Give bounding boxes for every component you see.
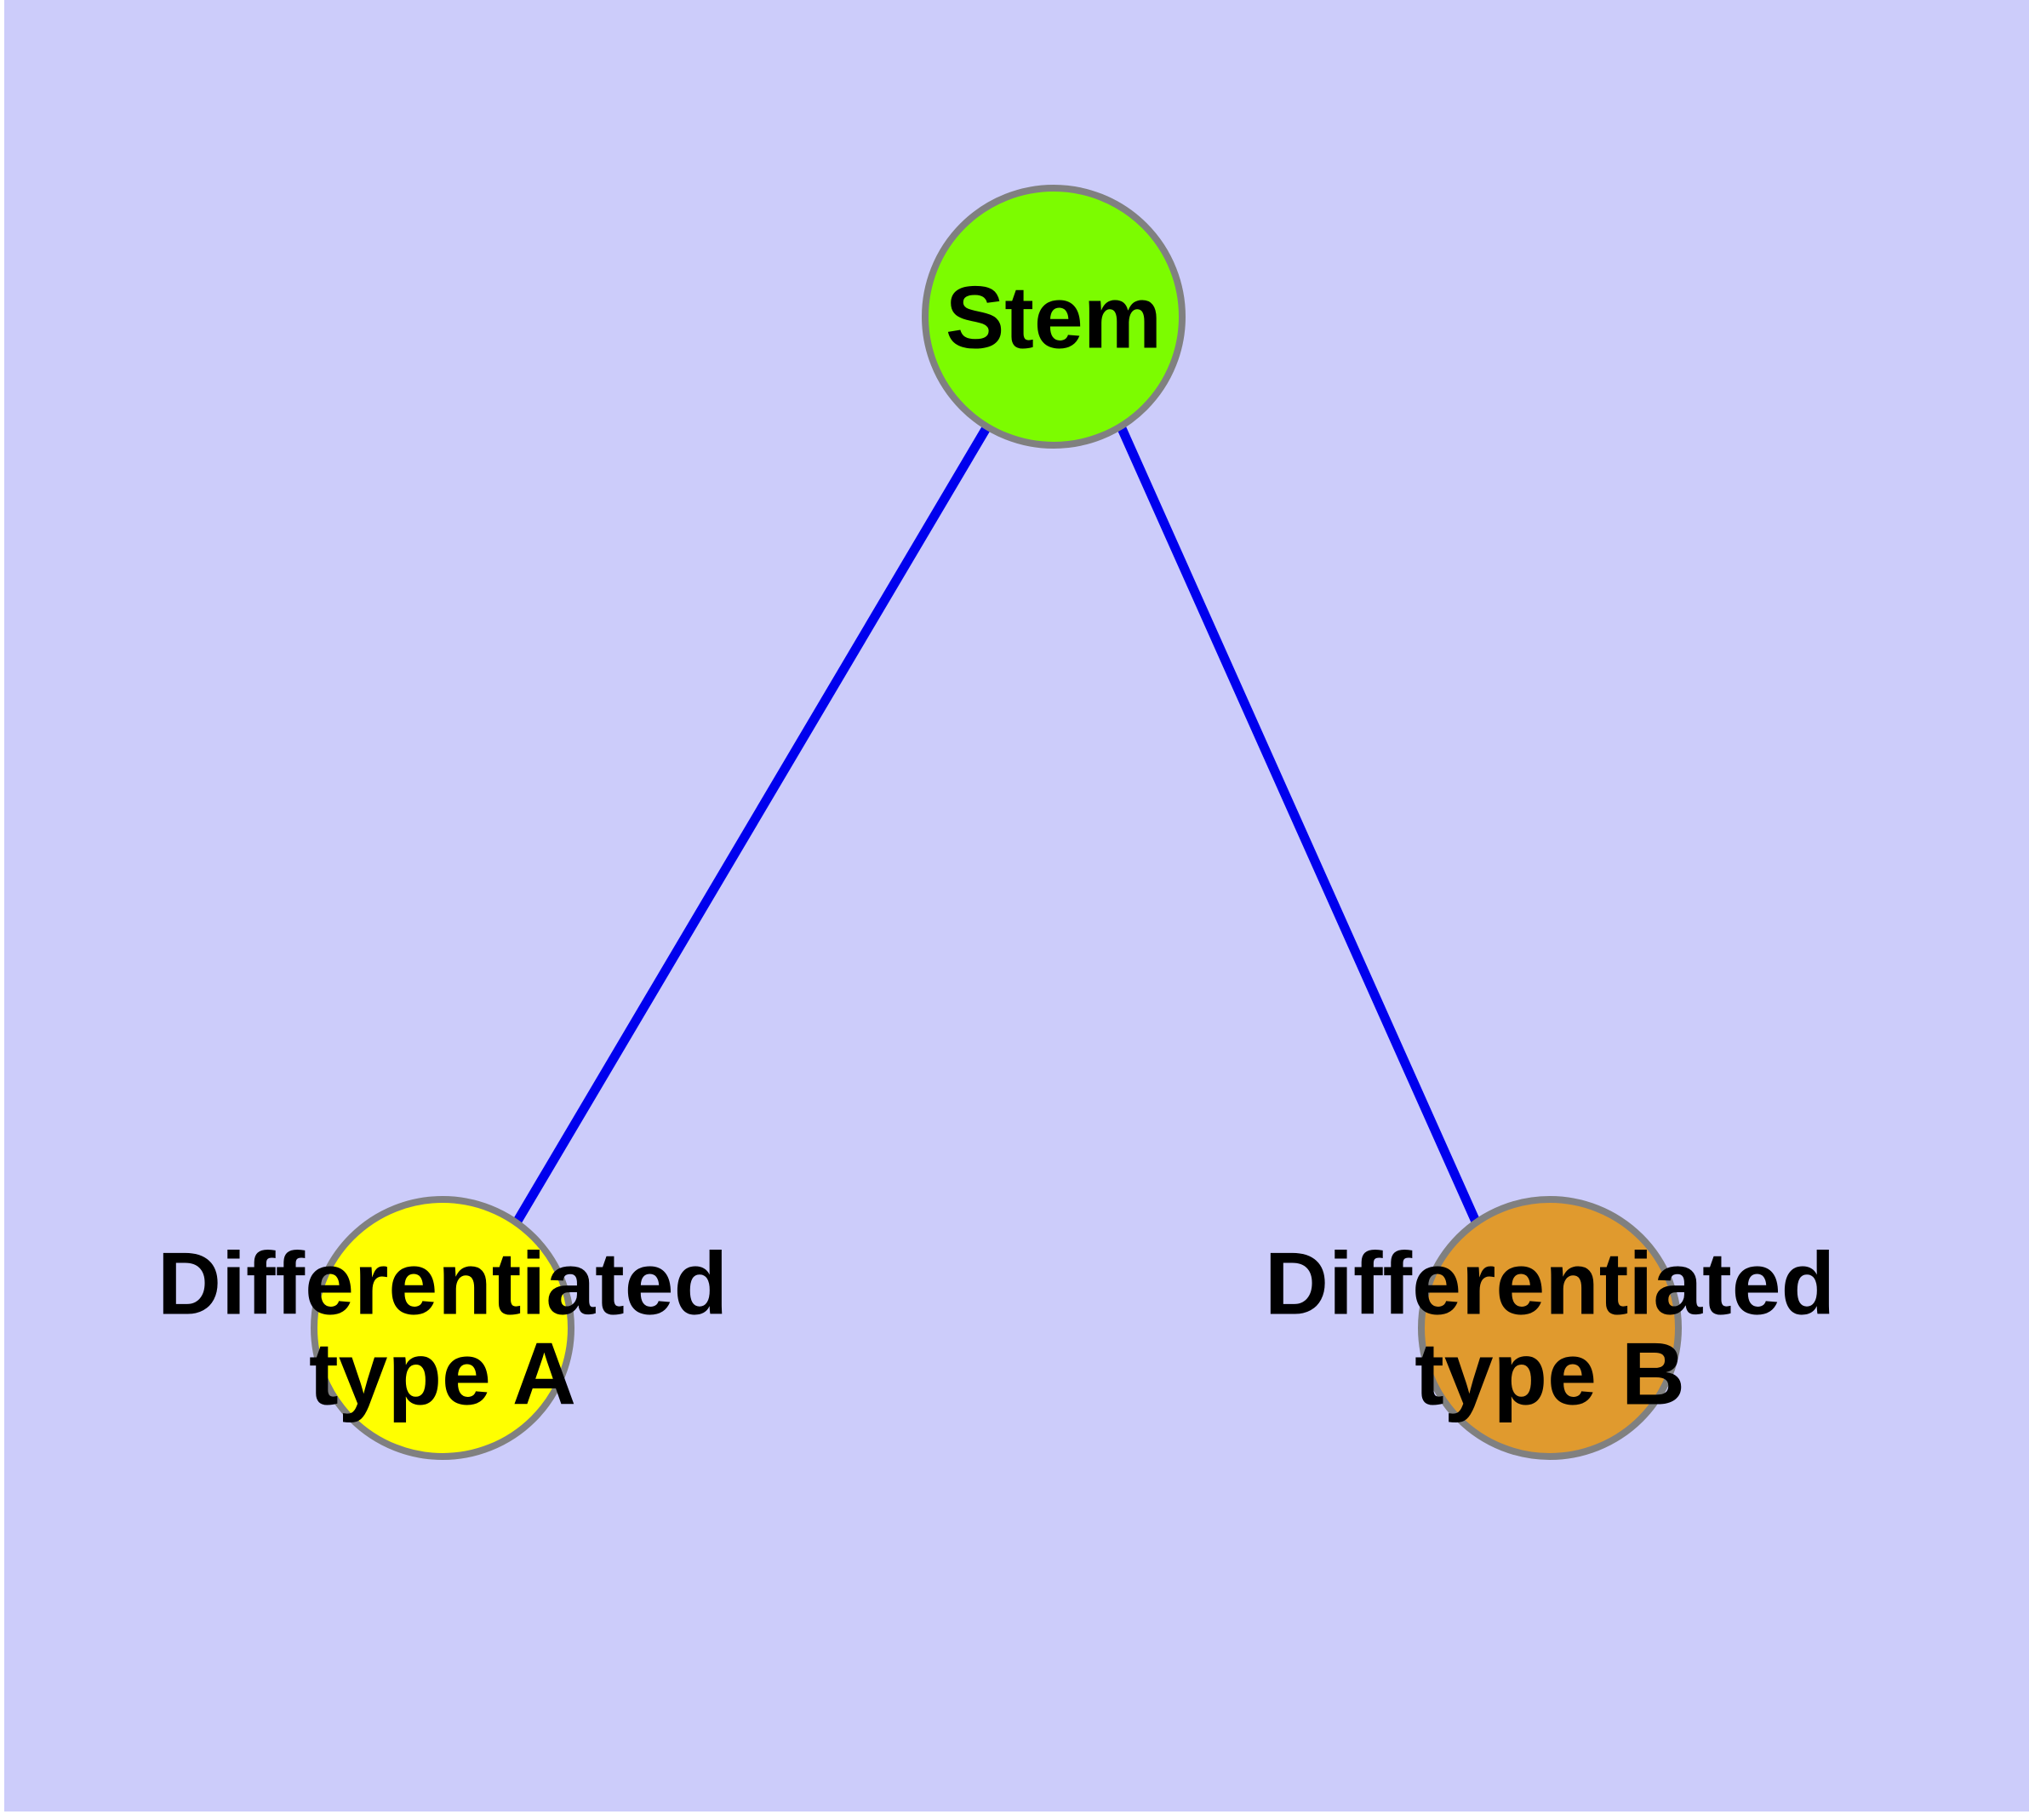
node-label-line: Differentiated: [157, 1234, 728, 1333]
node-label-line: Differentiated: [1265, 1234, 1835, 1333]
edge-stem-to-differentiated-type-a[interactable]: [512, 424, 992, 1225]
node-stem-circle[interactable]: [922, 185, 1186, 449]
node-layer: [311, 185, 1682, 1460]
edge-layer: [512, 424, 1481, 1225]
node-differentiated-type-b-circle[interactable]: [1418, 1196, 1682, 1460]
node-label-line: type B: [1415, 1325, 1685, 1423]
node-label-line: type A: [309, 1325, 576, 1423]
edge-stem-to-differentiated-type-b[interactable]: [1116, 424, 1481, 1224]
node-differentiated-type-a-circle[interactable]: [311, 1196, 574, 1460]
node-label-line: Stem: [946, 268, 1162, 367]
node-stem-label: Stem: [946, 268, 1162, 367]
